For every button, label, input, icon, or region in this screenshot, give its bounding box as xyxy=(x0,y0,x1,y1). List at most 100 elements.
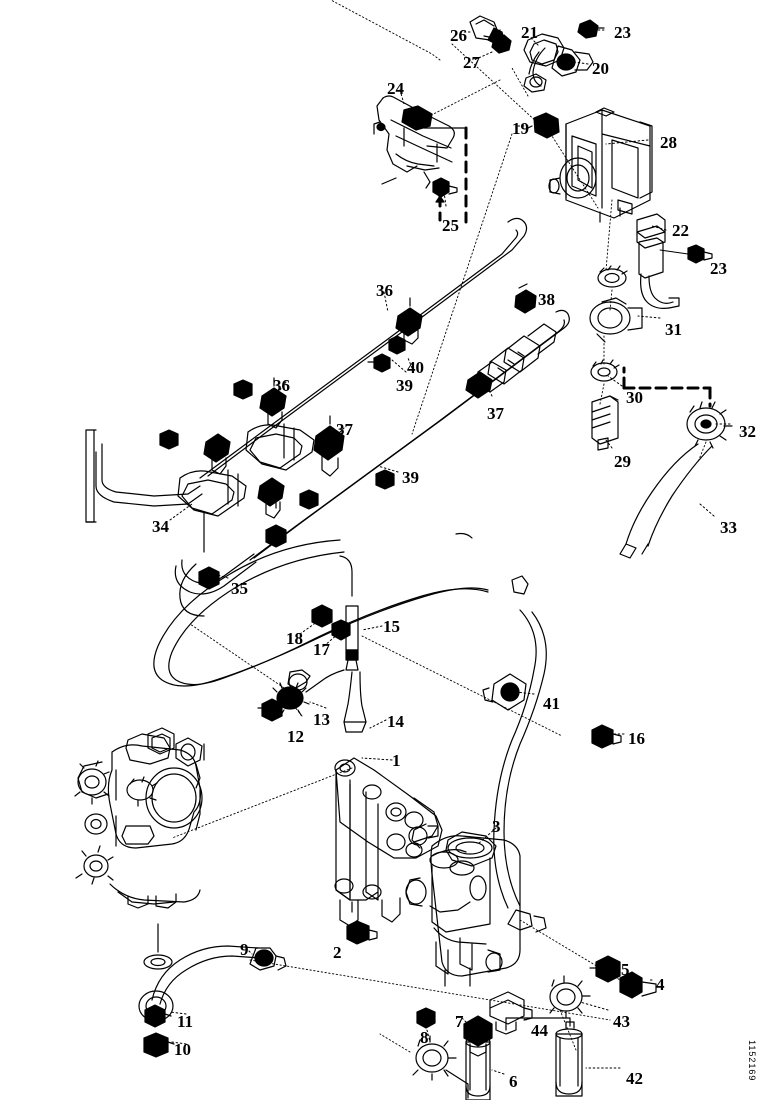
callout-25: 25 xyxy=(442,216,459,235)
hose-33 xyxy=(619,443,713,559)
bolt-18 xyxy=(311,604,333,628)
clamp-41 xyxy=(482,673,527,711)
connector-29 xyxy=(591,395,619,451)
hydraulic-pump-28 xyxy=(548,107,653,223)
bolt-39-upper xyxy=(367,353,391,373)
bolt-left-2 xyxy=(233,379,253,400)
ring-upper xyxy=(597,265,628,288)
callout-3: 3 xyxy=(492,817,501,836)
callout-28: 28 xyxy=(660,133,677,152)
callout-8: 8 xyxy=(420,1028,429,1047)
bolt-2 xyxy=(346,901,378,945)
hydraulic-pipe-upper xyxy=(85,217,528,523)
callout-32: 32 xyxy=(739,422,756,441)
callout-13: 13 xyxy=(313,710,330,729)
bolt-25 xyxy=(432,177,458,198)
callout-24: 24 xyxy=(387,79,404,98)
callout-36: 36 xyxy=(376,281,393,300)
callout-42: 42 xyxy=(626,1069,643,1088)
bolt-8-left xyxy=(416,1007,436,1029)
bracket-1 xyxy=(334,757,443,927)
callout-21: 21 xyxy=(521,23,538,42)
callout-36-lower: 36 xyxy=(273,376,290,395)
right-hose xyxy=(493,575,547,933)
canister-6 xyxy=(465,1036,491,1100)
pipe-clamp-assembly-1 xyxy=(245,377,315,471)
callout-23-top: 23 xyxy=(614,23,631,42)
callout-20: 20 xyxy=(592,59,609,78)
callout-11: 11 xyxy=(177,1012,194,1031)
bolt-mid-under xyxy=(265,495,287,548)
diagram-id-code: 1152169 xyxy=(747,1040,757,1082)
callout-27: 27 xyxy=(463,53,480,72)
bolt-11 xyxy=(144,1004,172,1028)
arrow-25 xyxy=(435,195,445,203)
bolt-35 xyxy=(198,511,220,590)
callout-14: 14 xyxy=(387,712,404,731)
callout-38: 38 xyxy=(538,290,555,309)
return-hose-9 xyxy=(138,923,287,1022)
clamp-36-upper xyxy=(395,297,423,345)
leader-lines xyxy=(169,29,731,1075)
hose-connect-lower xyxy=(179,563,205,617)
pointer-lines xyxy=(171,0,707,1053)
callout-16: 16 xyxy=(628,729,645,748)
bolt-16 xyxy=(591,724,622,749)
fitting-group-27 xyxy=(491,34,512,54)
canister-42 xyxy=(555,1021,583,1097)
callout-12: 12 xyxy=(287,727,304,746)
callout-39: 39 xyxy=(396,376,413,395)
callout-15: 15 xyxy=(383,617,400,636)
bolt-40 xyxy=(388,335,406,355)
callout-1: 1 xyxy=(392,751,401,770)
callout-33: 33 xyxy=(720,518,737,537)
callout-26: 26 xyxy=(450,26,467,45)
fitting-32 xyxy=(686,401,733,449)
bolt-10 xyxy=(143,1032,175,1058)
fitting-group-21 xyxy=(523,33,594,93)
pipe-22 xyxy=(636,213,680,309)
callout-18: 18 xyxy=(286,629,303,648)
callout-34: 34 xyxy=(152,517,169,536)
bolt-mid-right xyxy=(299,489,319,510)
pipe-clamp-assembly-2 xyxy=(177,433,247,517)
bolt-4 xyxy=(619,971,657,999)
bolt-12 xyxy=(257,698,283,722)
callout-41: 41 xyxy=(543,694,560,713)
ring-43 xyxy=(549,975,591,1019)
callout-37-left: 37 xyxy=(336,420,353,439)
callout-9: 9 xyxy=(240,940,249,959)
callout-6: 6 xyxy=(509,1072,518,1091)
dashed-leader-25 xyxy=(438,126,468,224)
bolt-38 xyxy=(514,283,537,314)
callout-7: 7 xyxy=(455,1012,464,1031)
callout-5: 5 xyxy=(621,960,630,979)
callout-30: 30 xyxy=(626,388,643,407)
callout-10: 10 xyxy=(174,1040,191,1059)
lever-assembly xyxy=(287,555,367,733)
clamp-bottom xyxy=(257,477,285,519)
bolt-5 xyxy=(589,955,621,983)
fitting-44 xyxy=(489,991,533,1035)
fitting-group-23-top xyxy=(577,19,605,39)
callout-37: 37 xyxy=(487,404,504,423)
callout-43: 43 xyxy=(613,1012,630,1031)
transmission-housing xyxy=(74,727,205,909)
valve-block-3 xyxy=(405,823,521,987)
fitting-19 xyxy=(527,112,560,139)
bracket-24 xyxy=(373,95,455,189)
ring-30 xyxy=(590,359,620,382)
callout-17: 17 xyxy=(313,640,330,659)
callout-19: 19 xyxy=(512,119,529,138)
elbow-31 xyxy=(589,297,643,343)
callout-4: 4 xyxy=(656,975,665,994)
callout-22: 22 xyxy=(672,221,689,240)
callout-35: 35 xyxy=(231,579,248,598)
clamp-37-left xyxy=(313,415,345,477)
fitting-7 xyxy=(463,1015,493,1057)
bolt-left-1 xyxy=(159,429,179,450)
callout-44: 44 xyxy=(531,1021,548,1040)
bolt-23 xyxy=(659,244,713,264)
